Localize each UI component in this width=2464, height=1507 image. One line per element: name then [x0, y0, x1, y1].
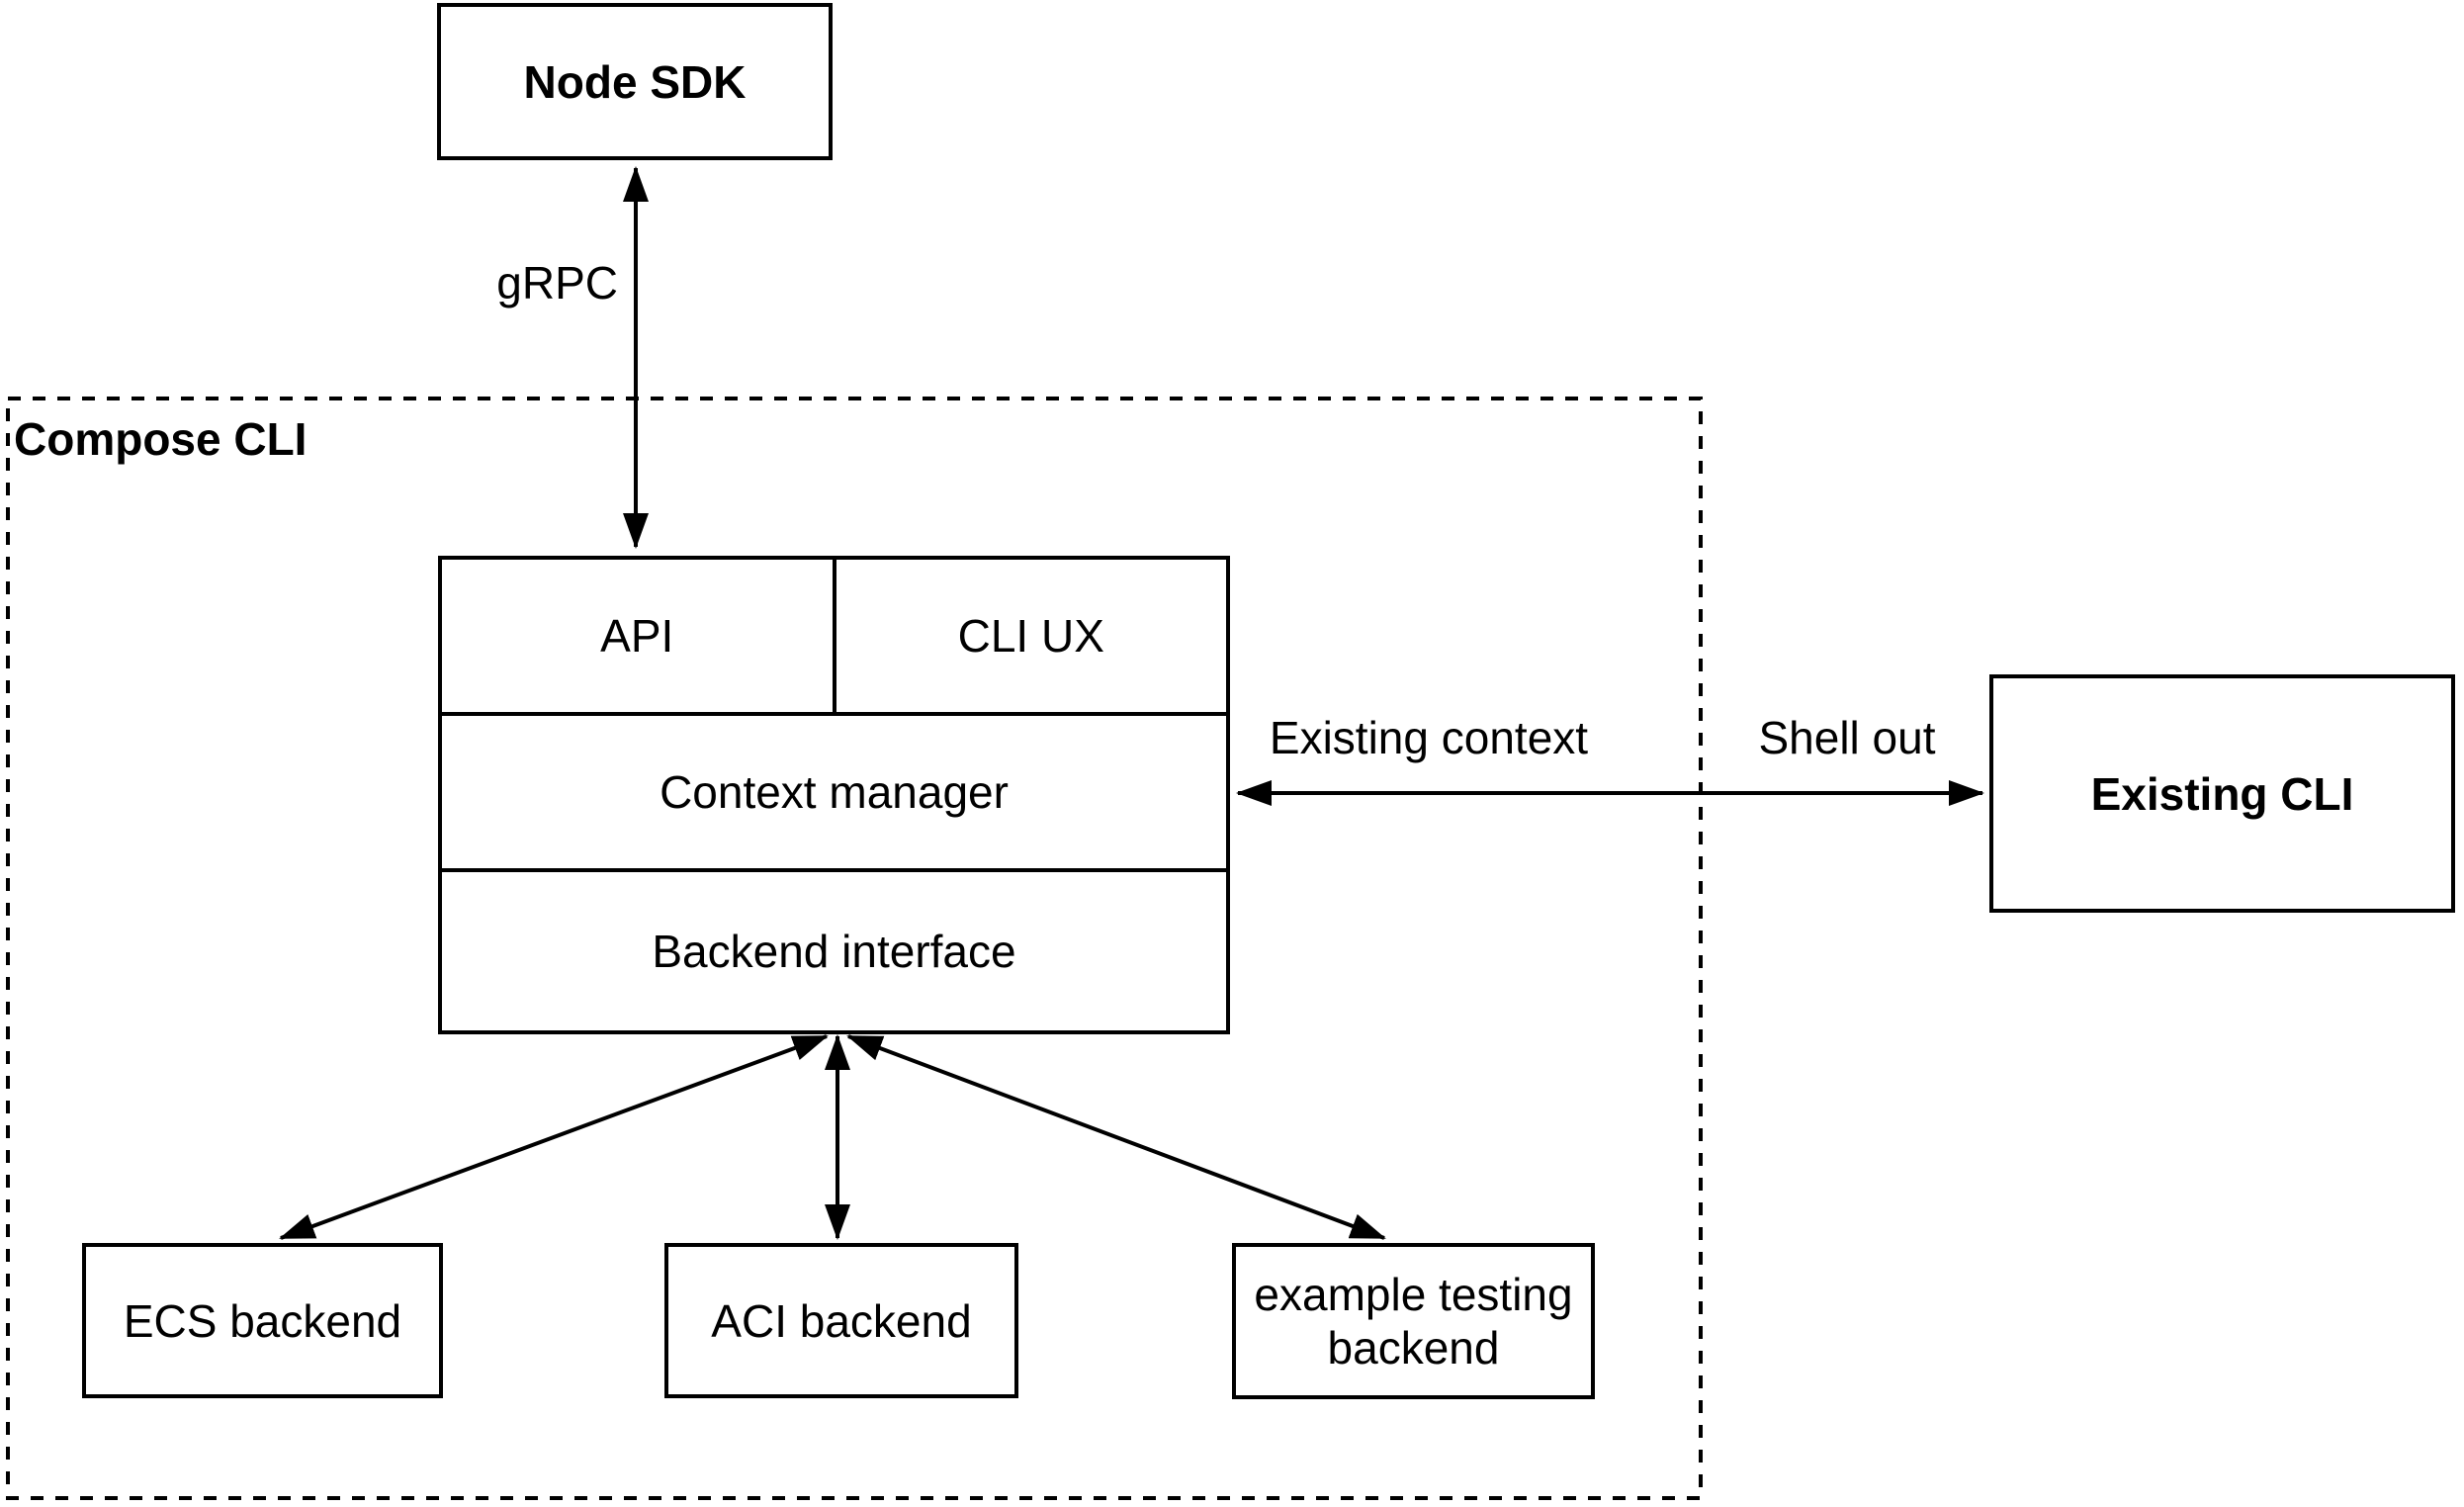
compose-cli-container-label: Compose CLI — [14, 413, 308, 465]
existing-context-edge-label: Existing context — [1269, 712, 1589, 763]
existing-cli-label: Existing CLI — [2090, 767, 2354, 820]
context-manager-box: Context manager — [442, 716, 1226, 872]
grpc-edge-label: gRPC — [496, 257, 618, 309]
api-box: API — [442, 560, 836, 712]
node-sdk-label: Node SDK — [523, 55, 747, 108]
compose-cli-core-box: API CLI UX Context manager Backend inter… — [438, 556, 1230, 1034]
backend-interface-label: Backend interface — [652, 926, 1016, 977]
compose-cli-container-border — [6, 397, 1703, 1500]
ecs-backend-label: ECS backend — [123, 1294, 402, 1347]
cli-ux-box: CLI UX — [836, 560, 1227, 712]
cli-ux-label: CLI UX — [957, 610, 1104, 662]
aci-backend-label: ACI backend — [711, 1294, 972, 1347]
api-cliux-row: API CLI UX — [442, 560, 1226, 716]
context-manager-label: Context manager — [660, 766, 1009, 818]
example-testing-backend-label: example testing backend — [1254, 1269, 1573, 1374]
node-sdk-box: Node SDK — [437, 3, 833, 160]
ecs-backend-box: ECS backend — [82, 1243, 443, 1398]
backend-ecs-arrow — [279, 1034, 829, 1240]
backend-interface-box: Backend interface — [442, 872, 1226, 1030]
backend-example-arrow — [846, 1034, 1386, 1240]
aci-backend-box: ACI backend — [664, 1243, 1018, 1398]
existing-cli-box: Existing CLI — [1989, 674, 2455, 913]
api-label: API — [600, 610, 674, 662]
shell-out-edge-label: Shell out — [1758, 712, 1936, 763]
example-testing-backend-box: example testing backend — [1232, 1243, 1595, 1399]
